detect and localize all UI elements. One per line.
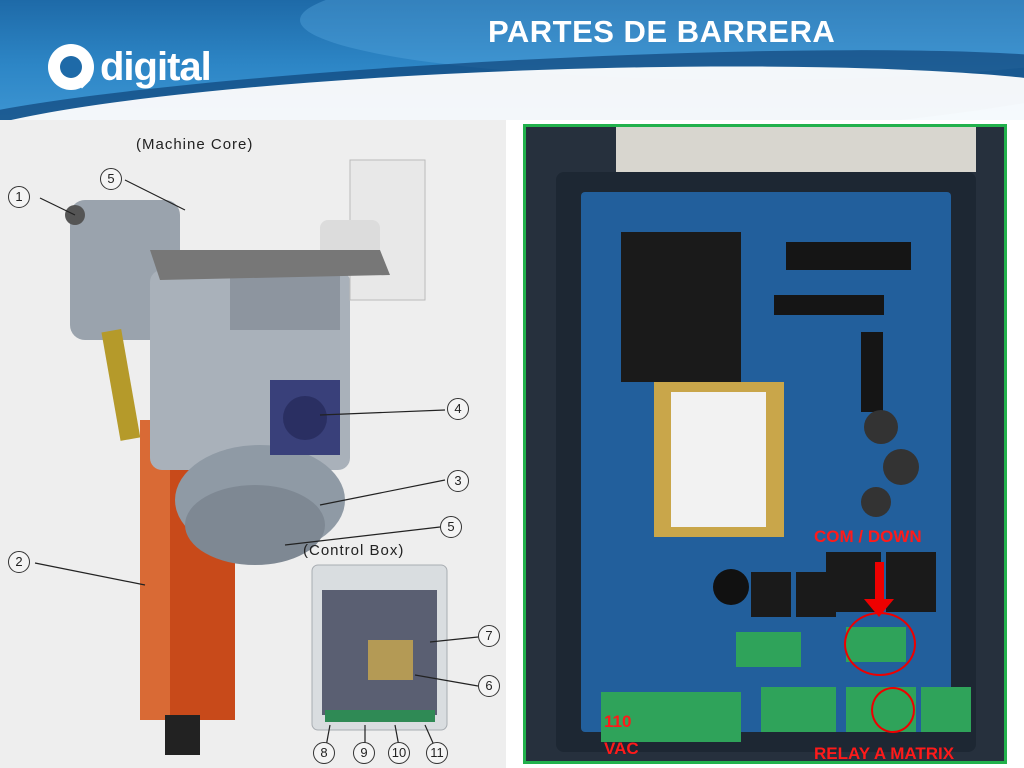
callout-number: 5 xyxy=(100,168,122,190)
machine-illustration xyxy=(34,159,479,755)
slide-title: PARTES DE BARRERA xyxy=(488,14,836,49)
control-box-label: (Control Box) xyxy=(303,542,405,559)
terminal-block xyxy=(601,692,741,742)
board-illustration xyxy=(526,127,1004,761)
header-banner: digital PARTES DE BARRERA xyxy=(0,0,1024,120)
highlight-circle xyxy=(871,687,915,733)
callout-number: 10 xyxy=(388,742,410,764)
terminal-block xyxy=(921,687,971,732)
callout-number: 1 xyxy=(8,186,30,208)
callout-number: 3 xyxy=(447,470,469,492)
company-logo: digital xyxy=(48,44,212,90)
callout-number: 2 xyxy=(8,551,30,573)
label-com-down: COM / DOWN xyxy=(814,527,922,546)
label-110: 110 xyxy=(604,712,632,731)
column-base xyxy=(165,715,200,755)
machine-core-photo: (Machine Core) (Control Box) 1 2 3 4 5 5… xyxy=(0,120,506,768)
machine-core-label: (Machine Core) xyxy=(136,136,254,153)
callout-number: 11 xyxy=(426,742,448,764)
ic-chip xyxy=(786,242,911,270)
logo-q-icon xyxy=(48,44,94,90)
terminal-block xyxy=(736,632,801,667)
highlight-circle xyxy=(844,612,916,676)
label-vac: VAC xyxy=(604,739,639,758)
control-board-photo: COM / DOWN 110 VAC RELAY A MATRIX xyxy=(523,124,1007,764)
callout-number: 5 xyxy=(440,516,462,538)
relay xyxy=(621,232,741,312)
callout-number: 8 xyxy=(313,742,335,764)
label-relay-a-matrix: RELAY A MATRIX xyxy=(814,744,955,763)
callout-number: 7 xyxy=(478,625,500,647)
callout-number: 6 xyxy=(478,675,500,697)
logo-text: digital xyxy=(100,44,212,89)
relay xyxy=(621,312,741,382)
terminal-block xyxy=(761,687,836,732)
callout-number: 9 xyxy=(353,742,375,764)
callout-number: 4 xyxy=(447,398,469,420)
arrow-down-icon xyxy=(864,599,894,617)
